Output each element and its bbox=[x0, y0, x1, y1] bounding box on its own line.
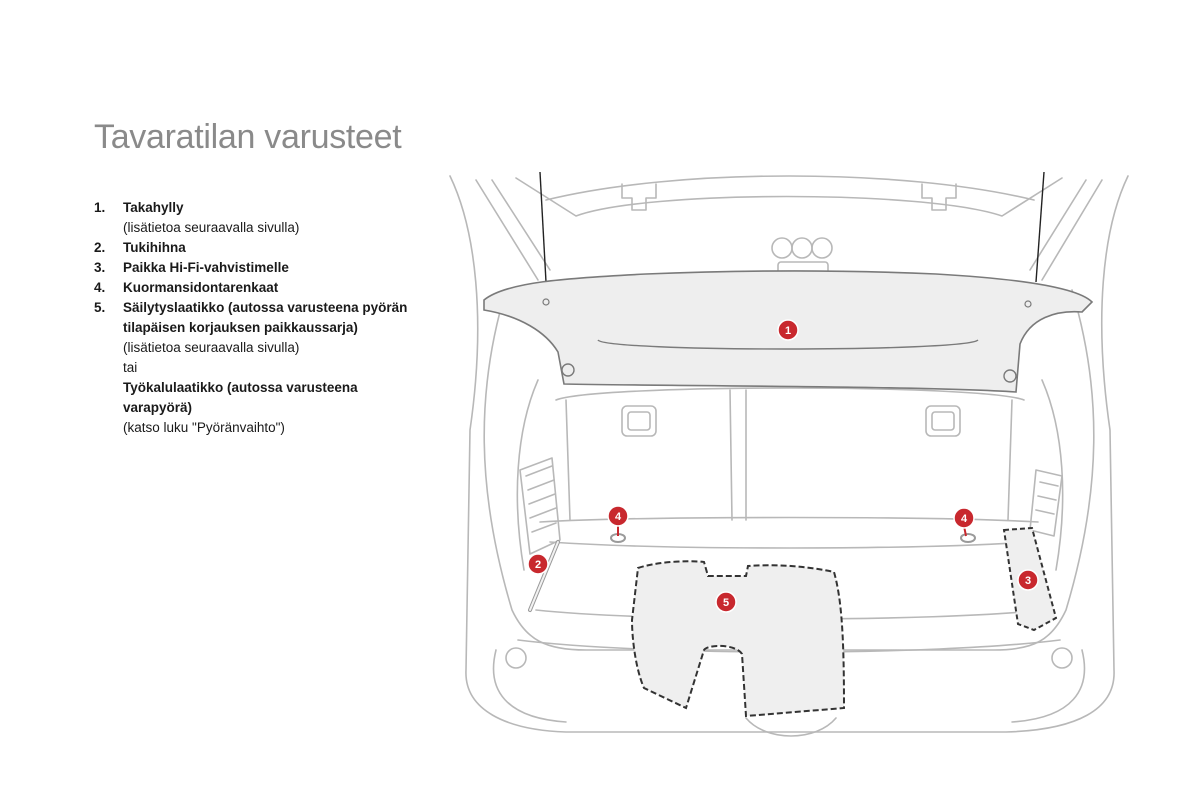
svg-text:4: 4 bbox=[961, 513, 968, 525]
item-number: 5. bbox=[94, 300, 106, 315]
svg-text:1: 1 bbox=[785, 325, 791, 337]
svg-text:4: 4 bbox=[615, 511, 622, 523]
list-item-2: 2. Tukihihna bbox=[94, 238, 424, 258]
item-label-alt: Työkalulaatikko (autossa varusteena vara… bbox=[123, 380, 358, 415]
equipment-list: 1. Takahylly (lisätietoa seuraavalla siv… bbox=[94, 198, 424, 438]
item-label: Tukihihna bbox=[123, 240, 186, 255]
item-note: (lisätietoa seuraavalla sivulla) bbox=[123, 340, 300, 355]
parcel-shelf bbox=[483, 171, 1094, 393]
item-label: Kuormansidontarenkaat bbox=[123, 280, 279, 295]
anchor-rings bbox=[610, 533, 976, 543]
svg-text:2: 2 bbox=[535, 559, 541, 571]
item-number: 4. bbox=[94, 280, 106, 295]
item-note-alt: (katso luku "Pyöränvaihto") bbox=[123, 420, 285, 435]
svg-text:3: 3 bbox=[1025, 575, 1031, 587]
marker-4-left: 4 bbox=[607, 505, 629, 536]
marker-1: 1 bbox=[777, 319, 799, 341]
list-item-4: 4. Kuormansidontarenkaat bbox=[94, 278, 424, 298]
item-note: (lisätietoa seuraavalla sivulla) bbox=[123, 220, 300, 235]
support-strap bbox=[528, 540, 560, 612]
marker-2: 2 bbox=[527, 553, 549, 575]
marker-4-right: 4 bbox=[953, 507, 975, 537]
storage-box-area bbox=[630, 560, 846, 718]
item-number: 1. bbox=[94, 200, 106, 215]
item-label: Paikka Hi-Fi-vahvistimelle bbox=[123, 260, 289, 275]
svg-text:5: 5 bbox=[723, 597, 729, 609]
marker-5: 5 bbox=[715, 591, 737, 613]
page-title: Tavaratilan varusteet bbox=[94, 118, 402, 156]
item-number: 3. bbox=[94, 260, 106, 275]
marker-3: 3 bbox=[1017, 569, 1039, 591]
item-or: tai bbox=[123, 360, 138, 375]
item-label: Takahylly bbox=[123, 200, 184, 215]
list-item-5: 5. Säilytyslaatikko (autossa varusteena … bbox=[94, 298, 424, 438]
item-label: Säilytyslaatikko (autossa varusteena pyö… bbox=[123, 300, 408, 335]
item-number: 2. bbox=[94, 240, 106, 255]
list-item-3: 3. Paikka Hi-Fi-vahvistimelle bbox=[94, 258, 424, 278]
list-item-1: 1. Takahylly (lisätietoa seuraavalla siv… bbox=[94, 198, 424, 238]
trunk-diagram: 1 2 3 4 4 5 bbox=[449, 171, 1129, 737]
